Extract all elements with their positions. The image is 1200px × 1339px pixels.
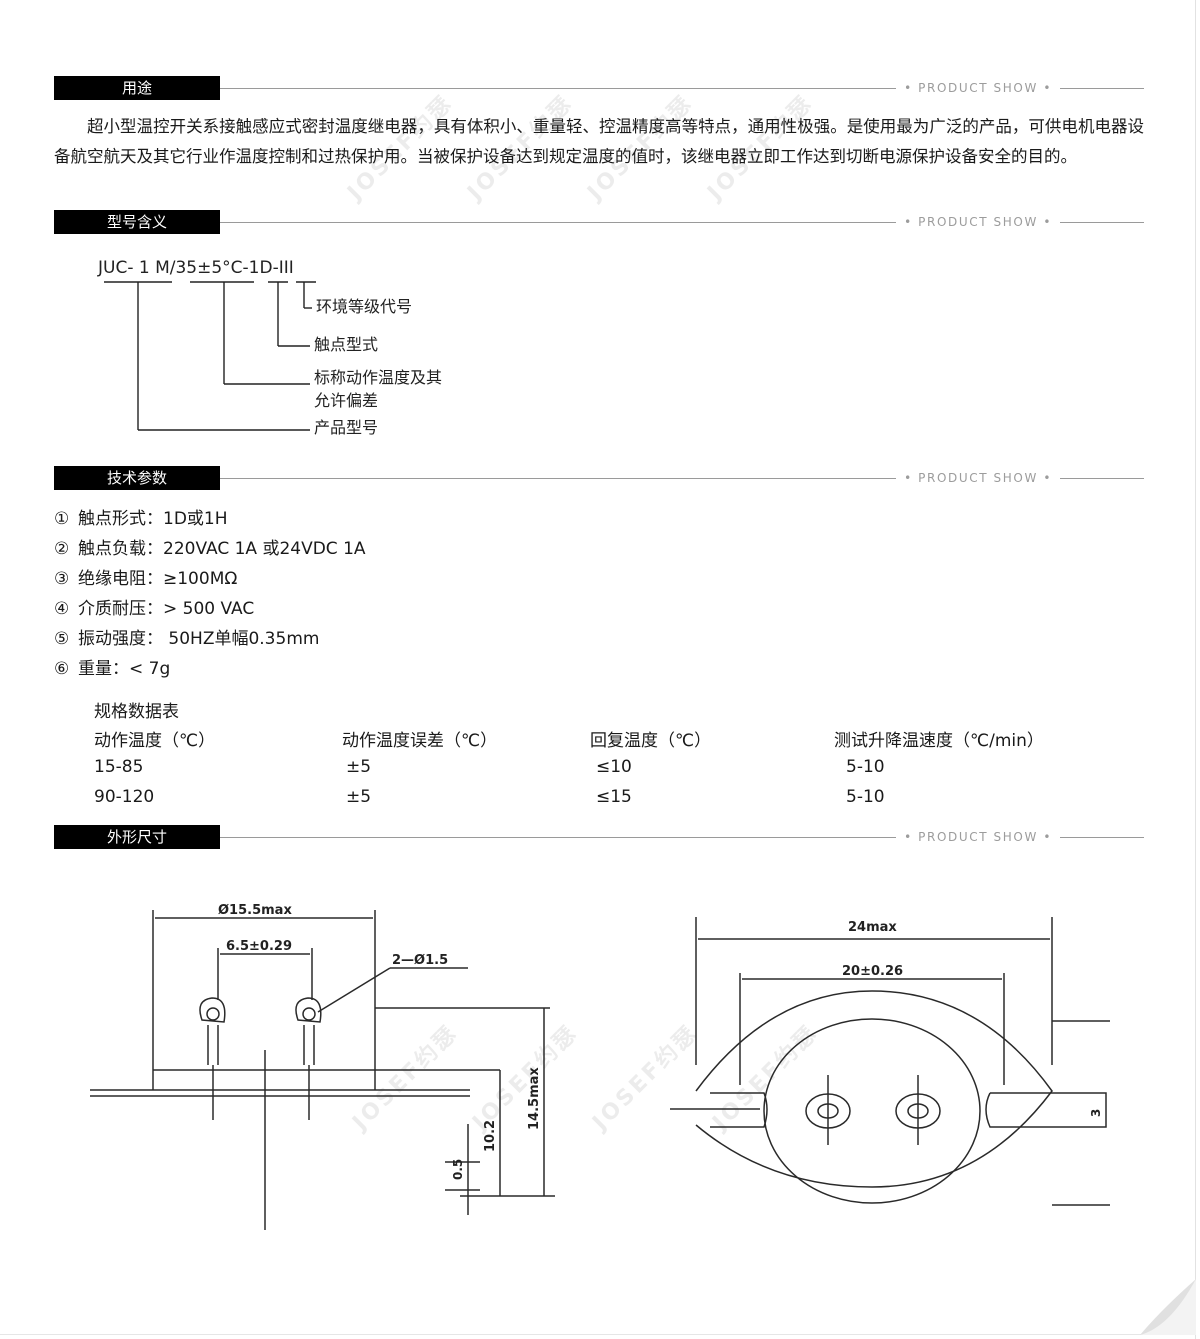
section-header-model: 型号含义 • PRODUCT SHOW • — [54, 210, 1144, 236]
section-title: 技术参数 — [54, 466, 220, 490]
page-bottom-border — [0, 1334, 1196, 1335]
dim-plate: 0.5 — [451, 1159, 465, 1180]
table-cell: 5-10 — [846, 787, 885, 807]
param-number: ⑥ — [54, 659, 70, 679]
param-item: ④ 介质耐压：> 500 VAC — [54, 594, 754, 624]
table-cell: ±5 — [346, 757, 372, 777]
param-text: 振动强度： 50HZ单幅0.35mm — [78, 629, 320, 649]
param-number: ④ — [54, 599, 70, 619]
usage-description: 超小型温控开关系接触感应式密封温度继电器，具有体积小、重量轻、控温精度高等特点，… — [54, 112, 1144, 172]
param-text: 重量：< 7g — [78, 659, 171, 679]
table-cell: 5-10 — [846, 757, 885, 777]
section-header-tech: 技术参数 • PRODUCT SHOW • — [54, 466, 1144, 492]
section-title: 型号含义 — [54, 210, 220, 234]
usage-text: 超小型温控开关系接触感应式密封温度继电器，具有体积小、重量轻、控温精度高等特点，… — [54, 117, 1144, 166]
section-title: 外形尺寸 — [54, 825, 220, 849]
param-text: 触点负载：220VAC 1A 或24VDC 1A — [78, 539, 366, 559]
section-header-dims: 外形尺寸 • PRODUCT SHOW • — [54, 825, 1144, 851]
spec-table-title: 规格数据表 — [94, 702, 179, 722]
param-text: 触点形式：1D或1H — [78, 509, 228, 529]
top-view-drawing: 24max 20±0.26 3 — [670, 917, 1110, 1206]
page-curl-icon — [1140, 1279, 1196, 1335]
col-header: 测试升降温速度（℃/min） — [834, 731, 1044, 751]
dim-pitch: 6.5±0.29 — [226, 939, 292, 954]
section-divider — [220, 88, 1144, 89]
table-cell: ≤10 — [596, 757, 632, 777]
param-item: ⑤ 振动强度： 50HZ单幅0.35mm — [54, 624, 754, 654]
side-view-drawing: Ø15.5max 6.5±0.29 2—Ø1.5 14.5max 10.2 0.… — [90, 903, 555, 1230]
section-header-usage: 用途 • PRODUCT SHOW • — [54, 76, 1144, 102]
param-item: ① 触点形式：1D或1H — [54, 504, 754, 534]
section-divider — [220, 478, 1144, 479]
label-nominal-temp: 标称动作温度及其 — [314, 368, 442, 387]
spec-table-header: 动作温度（℃） 动作温度误差（℃） 回复温度（℃） 测试升降温速度（℃/min） — [0, 726, 1200, 756]
table-row: 15-85 ±5 ≤10 5-10 — [0, 752, 1200, 782]
label-tolerance: 允许偏差 — [314, 391, 378, 410]
table-cell: 15-85 — [94, 757, 144, 777]
col-header: 回复温度（℃） — [590, 731, 712, 751]
param-item: ② 触点负载：220VAC 1A 或24VDC 1A — [54, 534, 754, 564]
section-title: 用途 — [54, 76, 220, 100]
label-product-model: 产品型号 — [314, 418, 378, 437]
param-text: 绝缘电阻：≥100MΩ — [78, 569, 238, 589]
dim-lead: 3 — [1089, 1109, 1103, 1117]
table-cell: 90-120 — [94, 787, 155, 807]
label-contact-type: 触点型式 — [314, 335, 378, 354]
section-divider — [220, 222, 1144, 223]
col-header: 动作温度（℃） — [94, 731, 216, 751]
dim-diameter: Ø15.5max — [218, 903, 292, 918]
section-tag: • PRODUCT SHOW • — [896, 214, 1060, 230]
table-cell: ≤15 — [596, 787, 632, 807]
section-tag: • PRODUCT SHOW • — [896, 80, 1060, 96]
dim-body: 10.2 — [483, 1120, 498, 1152]
section-tag: • PRODUCT SHOW • — [896, 470, 1060, 486]
table-row: 90-120 ±5 ≤15 5-10 — [0, 782, 1200, 812]
dim-holes: 2—Ø1.5 — [392, 953, 448, 968]
param-number: ② — [54, 539, 70, 559]
section-divider — [220, 837, 1144, 838]
table-cell: ±5 — [346, 787, 372, 807]
dim-height: 14.5max — [527, 1067, 542, 1130]
model-code-diagram: JUC- 1 M/35±5°C-1D-III 环境等级代号 触点型式 标称动作温… — [97, 258, 442, 437]
param-number: ① — [54, 509, 70, 529]
dim-span: 20±0.26 — [842, 964, 903, 979]
col-header: 动作温度误差（℃） — [342, 731, 498, 751]
model-code: JUC- 1 M/35±5°C-1D-III — [97, 258, 294, 278]
param-item: ③ 绝缘电阻：≥100MΩ — [54, 564, 754, 594]
param-number: ③ — [54, 569, 70, 589]
dim-width: 24max — [848, 920, 897, 935]
param-text: 介质耐压：> 500 VAC — [78, 599, 255, 619]
param-number: ⑤ — [54, 629, 70, 649]
param-item: ⑥ 重量：< 7g — [54, 654, 754, 684]
label-env-grade: 环境等级代号 — [316, 297, 412, 316]
section-tag: • PRODUCT SHOW • — [896, 829, 1060, 845]
page-right-border — [1195, 0, 1196, 1339]
